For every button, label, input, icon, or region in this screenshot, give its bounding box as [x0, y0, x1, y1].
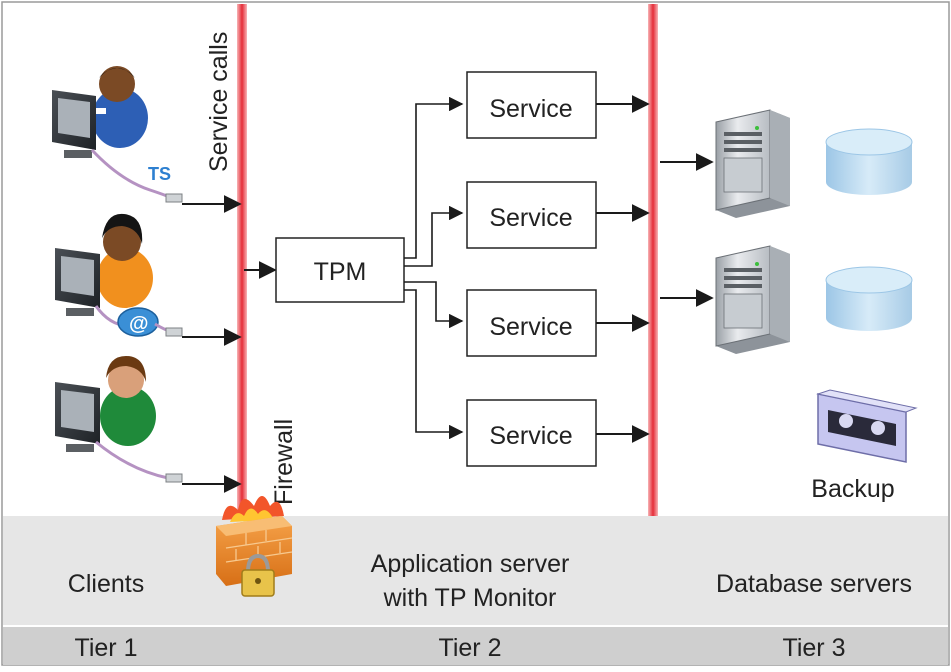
tpm-label: TPM: [314, 258, 367, 286]
db-disk-1-icon: [825, 128, 913, 195]
firewall-icon: [216, 496, 293, 597]
client-1-icon: [52, 66, 183, 203]
service-outgoing-arrows: [596, 95, 650, 443]
service-label-1: Service: [489, 95, 572, 123]
service-label-3: Service: [489, 313, 572, 341]
service-label-2: Service: [489, 204, 572, 232]
tier-band: [3, 626, 948, 665]
app-server-label-line1: Application server: [371, 550, 570, 578]
db-server-2-icon: [715, 245, 790, 354]
service-label-4: Service: [489, 422, 572, 450]
firewall-label: Firewall: [270, 419, 298, 505]
ts-badge: TS: [148, 164, 171, 184]
backup-label: Backup: [811, 475, 894, 503]
tier-1-label: Tier 1: [75, 634, 138, 662]
tpm-box: TPM: [275, 237, 405, 303]
tier-3-label: Tier 3: [783, 634, 846, 662]
service-box-3: Service: [466, 289, 597, 357]
service-box-1: Service: [466, 71, 597, 139]
tier-2-label: Tier 2: [439, 634, 502, 662]
label-band: [3, 516, 948, 626]
clients-label: Clients: [68, 570, 144, 598]
email-badge: @: [129, 313, 149, 335]
backup-tape-icon: [816, 389, 918, 463]
app-server-label-line2: with TP Monitor: [383, 584, 557, 612]
firewall-line-right: [648, 4, 658, 516]
db-disk-2-icon: [825, 266, 913, 331]
firewall-line-left: [237, 4, 247, 516]
tpm-connectors: [404, 96, 464, 440]
db-server-1-icon: [715, 109, 790, 218]
client-2-icon: [55, 213, 183, 337]
service-calls-label: Service calls: [205, 32, 233, 172]
service-box-4: Service: [466, 399, 597, 467]
client-3-icon: [55, 356, 183, 483]
service-box-2: Service: [466, 181, 597, 249]
database-servers-label: Database servers: [716, 570, 912, 598]
